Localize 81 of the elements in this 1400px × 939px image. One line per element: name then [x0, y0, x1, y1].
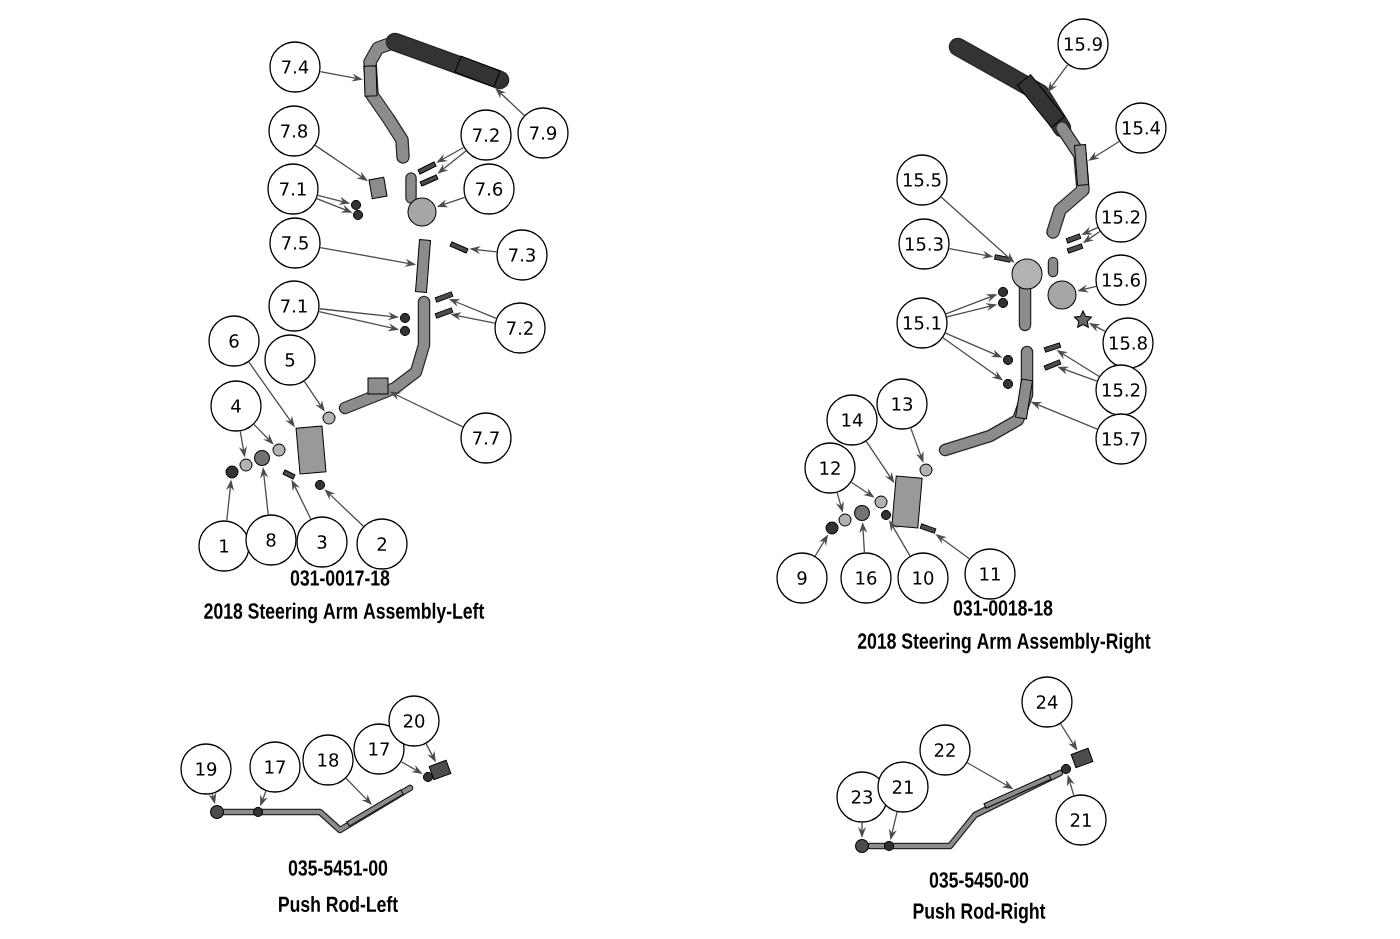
part-bar: [282, 469, 296, 480]
callout-number: 4: [210, 380, 262, 432]
callout-number: 3: [296, 516, 348, 568]
part-bar: [434, 291, 454, 303]
callout-number: 24: [1021, 676, 1073, 728]
part-circle: [1011, 258, 1043, 290]
part-bar: [454, 55, 501, 88]
callout-number: 15.8: [1102, 317, 1154, 369]
callout-number: 7.9: [517, 107, 569, 159]
assembly-title: Push Rod-Left: [279, 895, 398, 913]
callout-number: 15.3: [898, 218, 950, 270]
part-bar: [1043, 359, 1062, 371]
callout-number: 21: [1055, 794, 1107, 846]
callout-number: 15.2: [1095, 191, 1147, 243]
callout-number: 18: [302, 734, 354, 786]
assembly-title: 2018 Steering Arm Assembly-Right: [857, 632, 1151, 654]
callout-number: 5: [264, 334, 316, 386]
callout-number: 19: [180, 743, 232, 795]
assembly-title: 2018 Steering Arm Assembly-Left: [204, 602, 485, 624]
leader-line: [495, 88, 525, 117]
callout-number: 8: [245, 514, 297, 566]
callout-number: 1: [198, 520, 250, 572]
callout-number: 15.4: [1115, 102, 1167, 154]
part-bar: [1066, 243, 1084, 254]
callout-number: 14: [826, 394, 878, 446]
part-circle: [854, 505, 870, 521]
part-circle: [1047, 280, 1077, 310]
callout-number: 11: [964, 548, 1016, 600]
callout-number: 16: [840, 552, 892, 604]
callout-number: 22: [919, 724, 971, 776]
part-bar: [346, 789, 404, 827]
callout-number: 7.1: [267, 163, 319, 215]
part-block: [428, 759, 452, 781]
part-bar: [363, 65, 378, 97]
callout-number: 17: [353, 723, 405, 775]
part-block: [891, 475, 923, 529]
callout-number: 15.7: [1095, 413, 1147, 465]
callout-number: 7.4: [269, 41, 321, 93]
part-circle: [407, 197, 437, 227]
callout-number: 13: [876, 378, 928, 430]
callout-number: 15.2: [1095, 364, 1147, 416]
part-bar: [1015, 378, 1033, 420]
part-bar: [1016, 74, 1066, 128]
callout-number: 2: [356, 518, 408, 570]
callout-number: 20: [388, 695, 440, 747]
part-bar: [415, 239, 431, 293]
part-block: [1070, 747, 1094, 769]
callout-number: 7.6: [463, 163, 515, 215]
part-bar: [419, 174, 439, 187]
assembly-title: 031-0018-18: [953, 600, 1053, 616]
part-bar: [1074, 144, 1089, 186]
assembly-title: 035-5451-00: [288, 860, 388, 876]
callout-number: 17: [249, 741, 301, 793]
part-bar: [983, 774, 1052, 809]
assembly-title: Push Rod-Right: [913, 902, 1046, 924]
callout-number: 9: [776, 552, 828, 604]
part-bar: [1043, 342, 1062, 353]
callout-number: 7.2: [494, 302, 546, 354]
assembly-title: 031-0017-18: [290, 570, 390, 586]
callout-number: 7.3: [496, 229, 548, 281]
callout-number: 15.1: [896, 297, 948, 349]
callout-number: 7.7: [460, 412, 512, 464]
part-block: [368, 176, 388, 200]
callout-number: 7.8: [268, 105, 320, 157]
callout-number: 7.1: [268, 280, 320, 332]
part-circle: [254, 450, 270, 466]
part-bar: [1065, 233, 1082, 244]
callout-number: 10: [897, 552, 949, 604]
callout-number: 7.2: [460, 109, 512, 161]
callout-number: 12: [804, 442, 856, 494]
callout-number: 15.5: [896, 154, 948, 206]
callout-number: 15.9: [1057, 18, 1109, 70]
callout-number: 6: [208, 315, 260, 367]
assembly-title: 035-5450-00: [929, 872, 1029, 888]
callout-number: 21: [877, 761, 929, 813]
star-knob: [1073, 310, 1093, 328]
part-bar: [919, 523, 937, 534]
part-block: [295, 425, 327, 475]
part-block: [367, 377, 389, 395]
callout-number: 7.5: [269, 217, 321, 269]
callout-number: 15.6: [1095, 254, 1147, 306]
